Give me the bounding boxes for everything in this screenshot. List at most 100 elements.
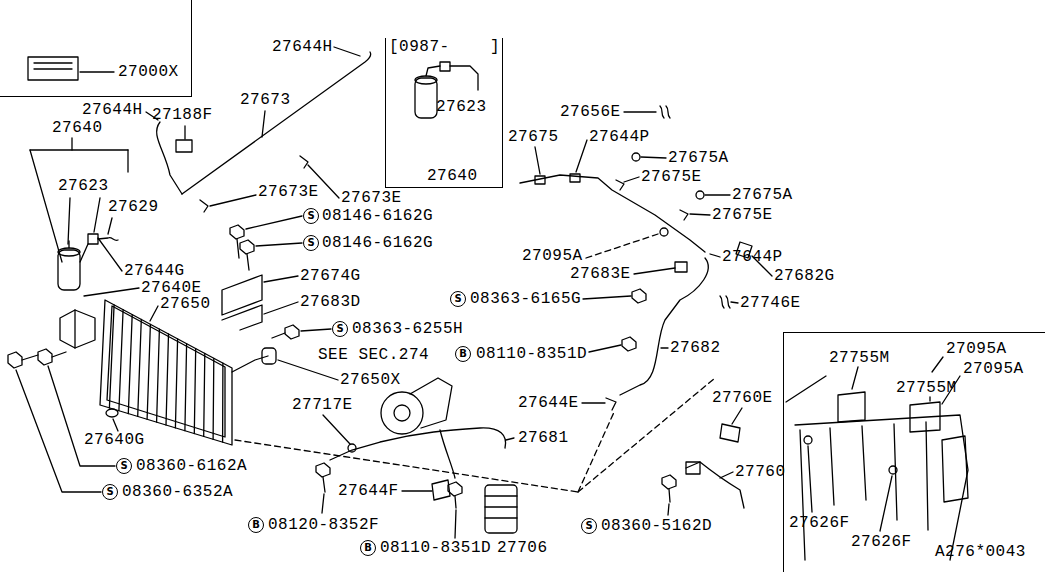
bracket: [222, 275, 262, 315]
part-number: 27675E: [712, 206, 773, 224]
leader-line: [256, 243, 302, 246]
compressor: [410, 378, 452, 428]
part-number: 27644G: [124, 262, 185, 280]
part-number: 27760: [735, 463, 786, 481]
part-number: 27673: [240, 91, 291, 109]
part-number: 27623: [436, 98, 487, 116]
part-number: 27640: [52, 119, 103, 137]
vehicle-front: [929, 397, 930, 401]
bolts: [237, 239, 239, 258]
leader-line: [624, 111, 656, 112]
right-pipes: [680, 210, 688, 220]
compressor: [485, 495, 517, 496]
leader-line: [668, 504, 669, 515]
vehicle-front: [852, 367, 858, 389]
dashed-line: [578, 410, 615, 492]
part-number: 27682G: [774, 267, 835, 285]
leader-line: [80, 71, 114, 72]
symbol-circle: B: [360, 540, 376, 556]
vehicle-front: [932, 357, 943, 372]
leader-line: [634, 268, 675, 274]
bolt-number: 08360-5162D: [601, 517, 712, 535]
vehicle-front: [804, 436, 812, 444]
dashed-line: [235, 440, 578, 492]
bolts: [8, 153, 704, 508]
leader-line: [246, 216, 302, 229]
leader-line: [334, 47, 360, 56]
right-pipes: [620, 258, 708, 395]
leader-line: [264, 276, 298, 282]
receiver-drier: [88, 234, 98, 244]
vehicle-front: [838, 392, 865, 422]
symbol-circle: S: [303, 208, 319, 224]
part-number: 27650: [160, 295, 211, 313]
bolts: [455, 496, 456, 508]
part-number: 27626F: [789, 514, 850, 532]
part-number: 27681: [518, 429, 569, 447]
part-number: 27683E: [570, 265, 631, 283]
compressor: [440, 430, 455, 478]
condenser: [185, 344, 187, 431]
part-number: 27755M: [896, 379, 957, 397]
standard-mark: S: [582, 519, 596, 533]
vehicle-front: [786, 357, 968, 560]
bolts: [8, 352, 22, 368]
leader-line: [113, 419, 118, 431]
condenser: [100, 300, 232, 445]
leader-line: [583, 296, 631, 299]
bolts: [52, 352, 66, 357]
leader-line: [127, 150, 128, 172]
right-pipes: [520, 175, 705, 252]
pipe: [157, 122, 182, 194]
compressor: [381, 392, 423, 434]
bolts: [22, 355, 38, 360]
compressor: [485, 506, 517, 507]
bolts: [323, 477, 325, 492]
part-number: 27000X: [118, 63, 179, 81]
right-pipes: [686, 462, 700, 474]
part-number: 27644F: [338, 482, 399, 500]
part-number: 27640E: [141, 279, 202, 297]
symbol-circle: S: [303, 235, 319, 251]
vehicle-front: [795, 415, 968, 560]
vehicle-front: [830, 428, 834, 505]
right-pipes: [616, 180, 624, 190]
receiver-drier: [74, 310, 75, 348]
bolts: [285, 325, 299, 339]
condenser: [204, 353, 205, 436]
part-number: 27640: [427, 167, 478, 185]
bolt-number: 08360-6352A: [122, 483, 233, 501]
break-mark: [660, 106, 664, 118]
vehicle-front: [926, 422, 928, 530]
condenser: [175, 339, 177, 428]
pipe: [176, 140, 192, 152]
leader-line: [641, 157, 666, 158]
dashed-line: [235, 234, 715, 492]
condenser: [107, 306, 225, 437]
part-number: 27682: [670, 339, 721, 357]
receiver-drier: [60, 310, 95, 348]
bolts: [632, 289, 646, 303]
symbol-circle: S: [116, 458, 132, 474]
symbol-circle: B: [248, 517, 264, 533]
leader-line: [731, 302, 738, 303]
condenser: [157, 329, 160, 422]
leader-line: [710, 254, 720, 257]
diagram-code: A276*0043: [935, 543, 1026, 561]
condenser: [119, 310, 123, 411]
bolts: [660, 228, 668, 236]
pipe: [300, 156, 308, 168]
leader-line: [690, 214, 710, 215]
symbol-circle: B: [455, 346, 471, 362]
bolt-number: 08110-8351D: [380, 539, 491, 557]
bolt-number: 08146-6162G: [322, 207, 433, 225]
standard-mark: S: [333, 322, 347, 336]
leader-line: [323, 415, 350, 444]
bolt-number: 08120-8352F: [268, 516, 379, 534]
right-pipes: [570, 174, 580, 182]
bolts: [240, 240, 254, 254]
part-number: 27629: [108, 198, 159, 216]
leader-line: [661, 347, 668, 348]
compressor: [394, 405, 410, 421]
